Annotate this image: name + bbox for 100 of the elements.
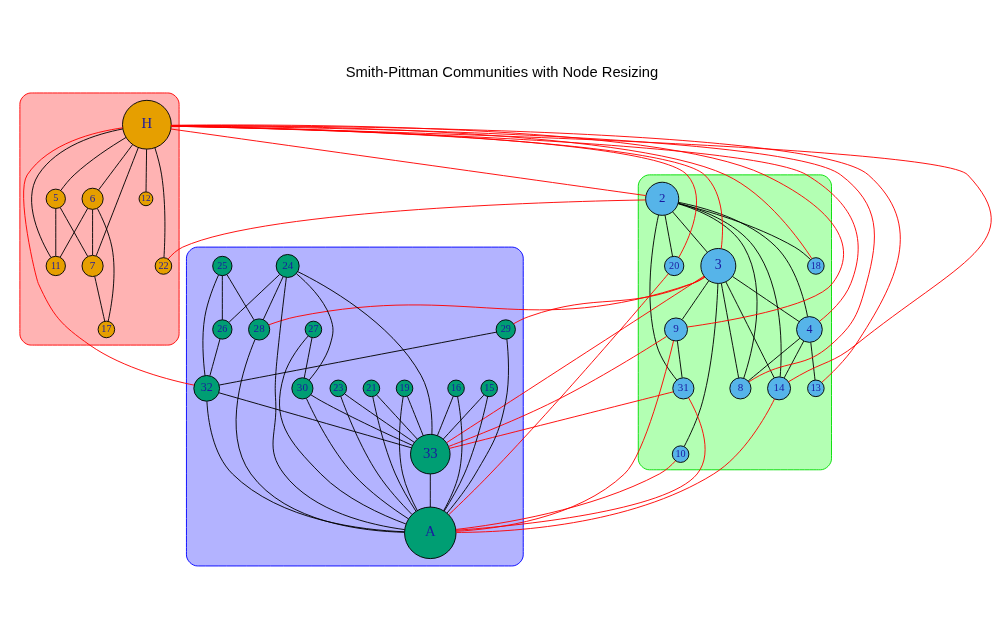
- node-circle: 3: [700, 248, 737, 284]
- connector: [443, 396, 463, 511]
- node-circle: 5: [45, 188, 66, 209]
- connector: [720, 282, 740, 379]
- connector: [344, 393, 415, 443]
- connector: [455, 340, 674, 532]
- cluster: [186, 246, 524, 567]
- connector: [783, 340, 805, 379]
- node-circle: 12: [138, 191, 154, 207]
- node-circle: 25: [212, 255, 233, 277]
- connector: [262, 276, 284, 321]
- connector: [226, 274, 255, 321]
- node-circle: 29: [495, 319, 516, 340]
- connector: [448, 391, 674, 449]
- connector: [145, 148, 148, 193]
- node-circle: 27: [304, 320, 323, 339]
- connector: [677, 201, 808, 317]
- node-circle: 4: [796, 316, 823, 343]
- connector: [297, 271, 433, 435]
- node-circle: 22: [154, 257, 173, 275]
- connector: [235, 339, 405, 533]
- connector: [732, 276, 800, 322]
- connector: [340, 396, 413, 515]
- connector: [429, 473, 431, 508]
- node-circle: 24: [275, 254, 300, 278]
- connector: [747, 337, 801, 382]
- node-circle: 21: [362, 379, 381, 398]
- node-circle: 28: [248, 318, 271, 341]
- connector: [649, 214, 678, 381]
- connector: [513, 276, 706, 325]
- node-circle: 17: [97, 320, 116, 339]
- node-circle: 26: [212, 319, 233, 340]
- connector: [228, 274, 281, 323]
- connector: [437, 395, 454, 436]
- connector: [676, 340, 683, 378]
- connector: [810, 342, 816, 381]
- node-circle: 20: [664, 255, 685, 277]
- connector: [60, 137, 127, 191]
- connector: [305, 397, 409, 520]
- node-circle: 18: [807, 257, 825, 275]
- connector: [98, 144, 134, 191]
- diagram-title: Smith-Pittman Communities with Node Resizing: [345, 64, 659, 81]
- connector: [31, 128, 124, 258]
- node-circle: 32: [193, 375, 221, 402]
- node-circle: 30: [291, 377, 314, 400]
- connector: [310, 394, 413, 446]
- connector: [272, 277, 406, 531]
- connector: [725, 281, 775, 379]
- cluster: [637, 174, 832, 471]
- node-circle: 19: [395, 379, 414, 398]
- connector: [677, 202, 782, 378]
- node-circle: 15: [480, 379, 498, 398]
- connector: [681, 280, 710, 320]
- connector: [94, 276, 106, 322]
- connector: [376, 394, 418, 440]
- node-circle: 9: [664, 317, 688, 342]
- connector: [683, 283, 719, 447]
- node-circle: 8: [729, 377, 752, 400]
- connector: [442, 394, 485, 440]
- connector: [209, 338, 221, 376]
- connector: [221, 275, 223, 321]
- connector: [303, 337, 313, 379]
- connector: [678, 203, 811, 260]
- cluster: [19, 92, 180, 346]
- connector: [95, 147, 139, 257]
- node-circle: 11: [45, 255, 66, 277]
- connector: [455, 460, 677, 530]
- node-circle: 13: [807, 379, 825, 398]
- connector: [154, 147, 166, 258]
- connector: [202, 274, 219, 376]
- node-circle: 6: [81, 187, 104, 210]
- connector: [92, 209, 94, 256]
- connector: [672, 211, 708, 253]
- connector: [406, 395, 424, 436]
- connector: [170, 125, 813, 259]
- connector: [96, 208, 115, 322]
- node-circle: 16: [447, 379, 465, 398]
- node-circle: 23: [329, 379, 347, 398]
- connector: [206, 401, 405, 533]
- connector: [455, 398, 775, 533]
- node-circle: 2: [645, 181, 680, 216]
- connector: [664, 214, 673, 257]
- node-circle: 33: [410, 433, 451, 475]
- node-circle: 31: [672, 377, 695, 400]
- connector: [218, 331, 497, 386]
- connector: [23, 127, 195, 386]
- connector: [218, 392, 412, 449]
- connector: [677, 203, 758, 379]
- node-circle: A: [404, 506, 457, 560]
- node-circle: 7: [81, 254, 104, 277]
- node-circle: 10: [671, 445, 690, 463]
- connector: [167, 199, 647, 260]
- connector: [372, 396, 417, 512]
- node-circle: 14: [767, 376, 791, 401]
- connector: [443, 396, 489, 512]
- connector: [55, 208, 57, 257]
- connector: [279, 335, 407, 525]
- connector: [455, 397, 706, 531]
- connector: [399, 396, 418, 511]
- connector: [170, 128, 647, 197]
